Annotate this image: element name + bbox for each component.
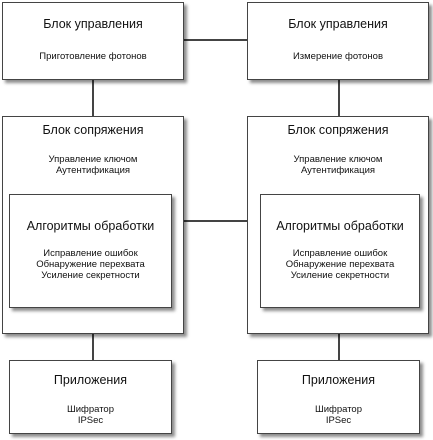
left-algorithms-title: Алгоритмы обработки — [26, 219, 155, 233]
left-interface-item: Управление ключом — [48, 154, 138, 165]
right-algorithms-item: Обнаружение перехвата — [285, 259, 395, 270]
right-algorithms-block: Алгоритмы обработки Исправление ошибок О… — [260, 194, 420, 308]
right-interface-item: Управление ключом — [293, 154, 383, 165]
control-link-line — [184, 39, 247, 41]
left-control-interface-line — [92, 80, 94, 116]
right-interface-item: Аутентификация — [300, 165, 376, 176]
left-apps-item: Шифратор — [67, 404, 114, 415]
right-apps-block: Приложения Шифратор IPSec — [257, 360, 420, 434]
left-algorithms-item: Исправление ошибок — [43, 248, 138, 259]
right-algorithms-title: Алгоритмы обработки — [276, 219, 404, 233]
left-control-text: Приготовление фотонов — [39, 51, 147, 62]
left-control-title: Блок управления — [43, 17, 143, 31]
left-interface-item: Аутентификация — [55, 165, 131, 176]
right-apps-item: IPSec — [325, 415, 352, 426]
left-algorithms-block: Алгоритмы обработки Исправление ошибок О… — [9, 194, 172, 308]
right-apps-item: Шифратор — [315, 404, 362, 415]
left-control-block: Блок управления Приготовление фотонов — [2, 2, 184, 80]
left-interface-apps-line — [92, 334, 94, 360]
left-apps-title: Приложения — [53, 373, 128, 387]
left-interface-title: Блок сопряжения — [42, 123, 144, 137]
left-apps-block: Приложения Шифратор IPSec — [9, 360, 172, 434]
left-apps-item: IPSec — [77, 415, 104, 426]
left-algorithms-item: Усиление секретности — [41, 270, 140, 281]
right-control-interface-line — [338, 80, 340, 116]
right-interface-apps-line — [338, 334, 340, 360]
right-control-text: Измерение фотонов — [292, 51, 384, 62]
left-algorithms-item: Обнаружение перехвата — [36, 259, 145, 270]
algorithms-link-line — [172, 220, 260, 222]
right-control-title: Блок управления — [288, 17, 388, 31]
right-apps-title: Приложения — [301, 373, 376, 387]
right-algorithms-item: Исправление ошибок — [292, 248, 388, 259]
right-algorithms-item: Усиление секретности — [290, 270, 390, 281]
right-control-block: Блок управления Измерение фотонов — [247, 2, 429, 80]
right-interface-title: Блок сопряжения — [287, 123, 389, 137]
